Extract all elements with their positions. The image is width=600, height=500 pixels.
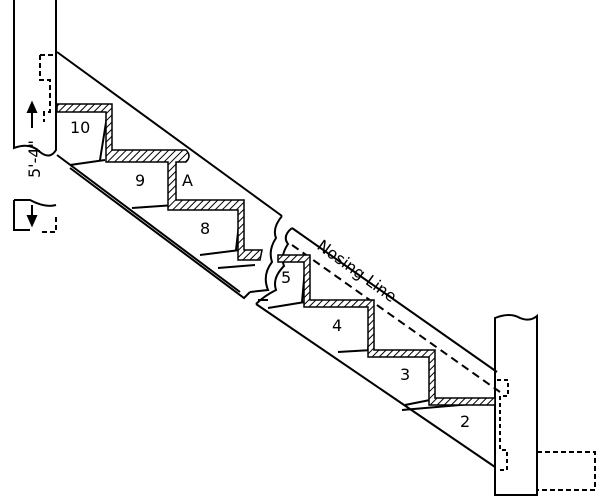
lower-break	[255, 227, 293, 305]
upper-break	[249, 215, 283, 293]
step-label-9: 9	[135, 171, 145, 190]
step-label-8: 8	[200, 219, 210, 238]
hatched-profile-lower	[277, 254, 496, 406]
hatched-profile-upper	[56, 103, 263, 261]
dashed-header	[39, 54, 56, 122]
lower-stringer-top	[291, 227, 498, 373]
step-label-4: 4	[332, 316, 342, 335]
height-dimension: 5'-4"	[25, 140, 44, 178]
step-label-10: 10	[70, 118, 90, 137]
dashed-footing	[537, 451, 596, 491]
upper-post	[13, 0, 57, 157]
step-label-2: 2	[460, 412, 470, 431]
right-post	[494, 313, 538, 496]
upper-stringer-top	[56, 51, 283, 217]
step-label-5: 5	[281, 268, 291, 287]
upper-stringer-bottom	[56, 154, 241, 293]
nosing-line-label: Nosing Line	[314, 236, 401, 306]
point-label-a: A	[182, 171, 193, 190]
lower-stringer-bottom	[255, 303, 496, 468]
lower-post-stub	[13, 199, 57, 231]
nosing-line	[291, 244, 501, 393]
step-label-3: 3	[400, 365, 410, 384]
